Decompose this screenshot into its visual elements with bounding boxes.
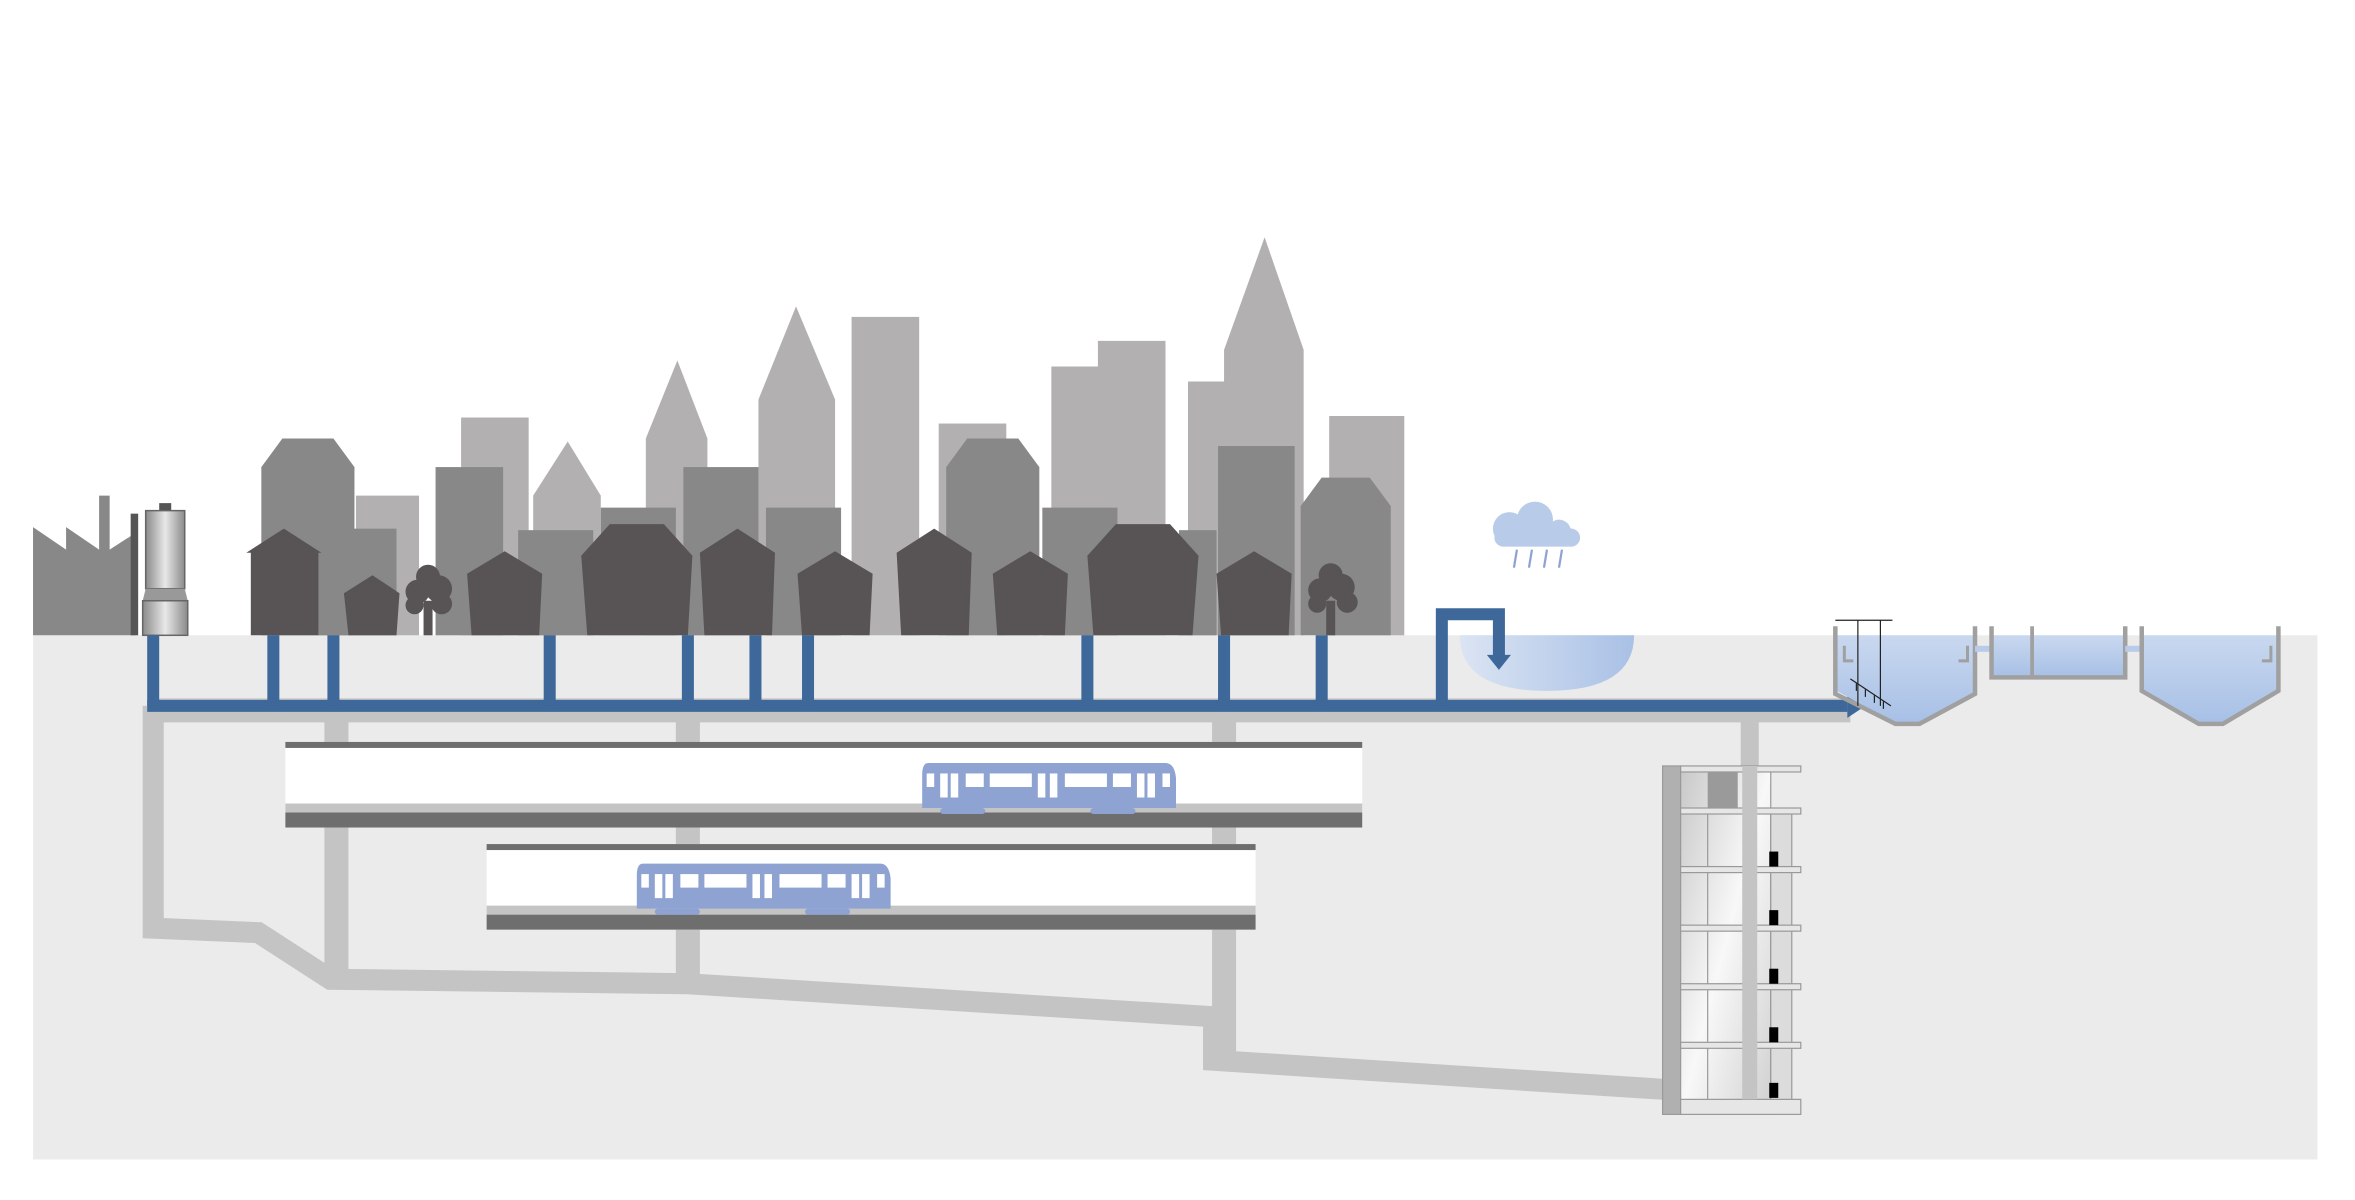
stormwater-pipes — [147, 608, 1848, 712]
house-icon — [797, 551, 873, 636]
house-icon — [1087, 524, 1199, 636]
tree-icon — [1308, 563, 1358, 636]
treatment-tank-icon — [1989, 626, 2128, 680]
house-icon — [1216, 551, 1292, 636]
house-icon — [343, 575, 400, 636]
rain-cloud-icon — [1492, 501, 1581, 568]
train-icon — [636, 863, 891, 915]
house-icon — [992, 551, 1068, 636]
houses — [246, 524, 1292, 636]
house-icon — [581, 524, 693, 636]
treatment-tank-icon — [1833, 619, 1978, 727]
silo-icon — [141, 503, 189, 637]
pond-inflow-arrow-icon — [1486, 654, 1511, 670]
house-icon — [467, 551, 543, 636]
channel — [2125, 645, 2141, 652]
factory-icon — [33, 495, 136, 636]
train-icon — [922, 762, 1176, 815]
tree-icon — [405, 564, 453, 636]
metro-tunnel-upper — [285, 741, 1363, 828]
house-icon — [246, 528, 322, 636]
pole — [130, 513, 139, 636]
treatment-tank-icon — [2139, 626, 2281, 727]
house-icon — [896, 528, 972, 636]
house-icon — [699, 528, 775, 636]
building-cross-section-icon — [1662, 765, 1802, 1115]
channel — [1975, 645, 1994, 652]
